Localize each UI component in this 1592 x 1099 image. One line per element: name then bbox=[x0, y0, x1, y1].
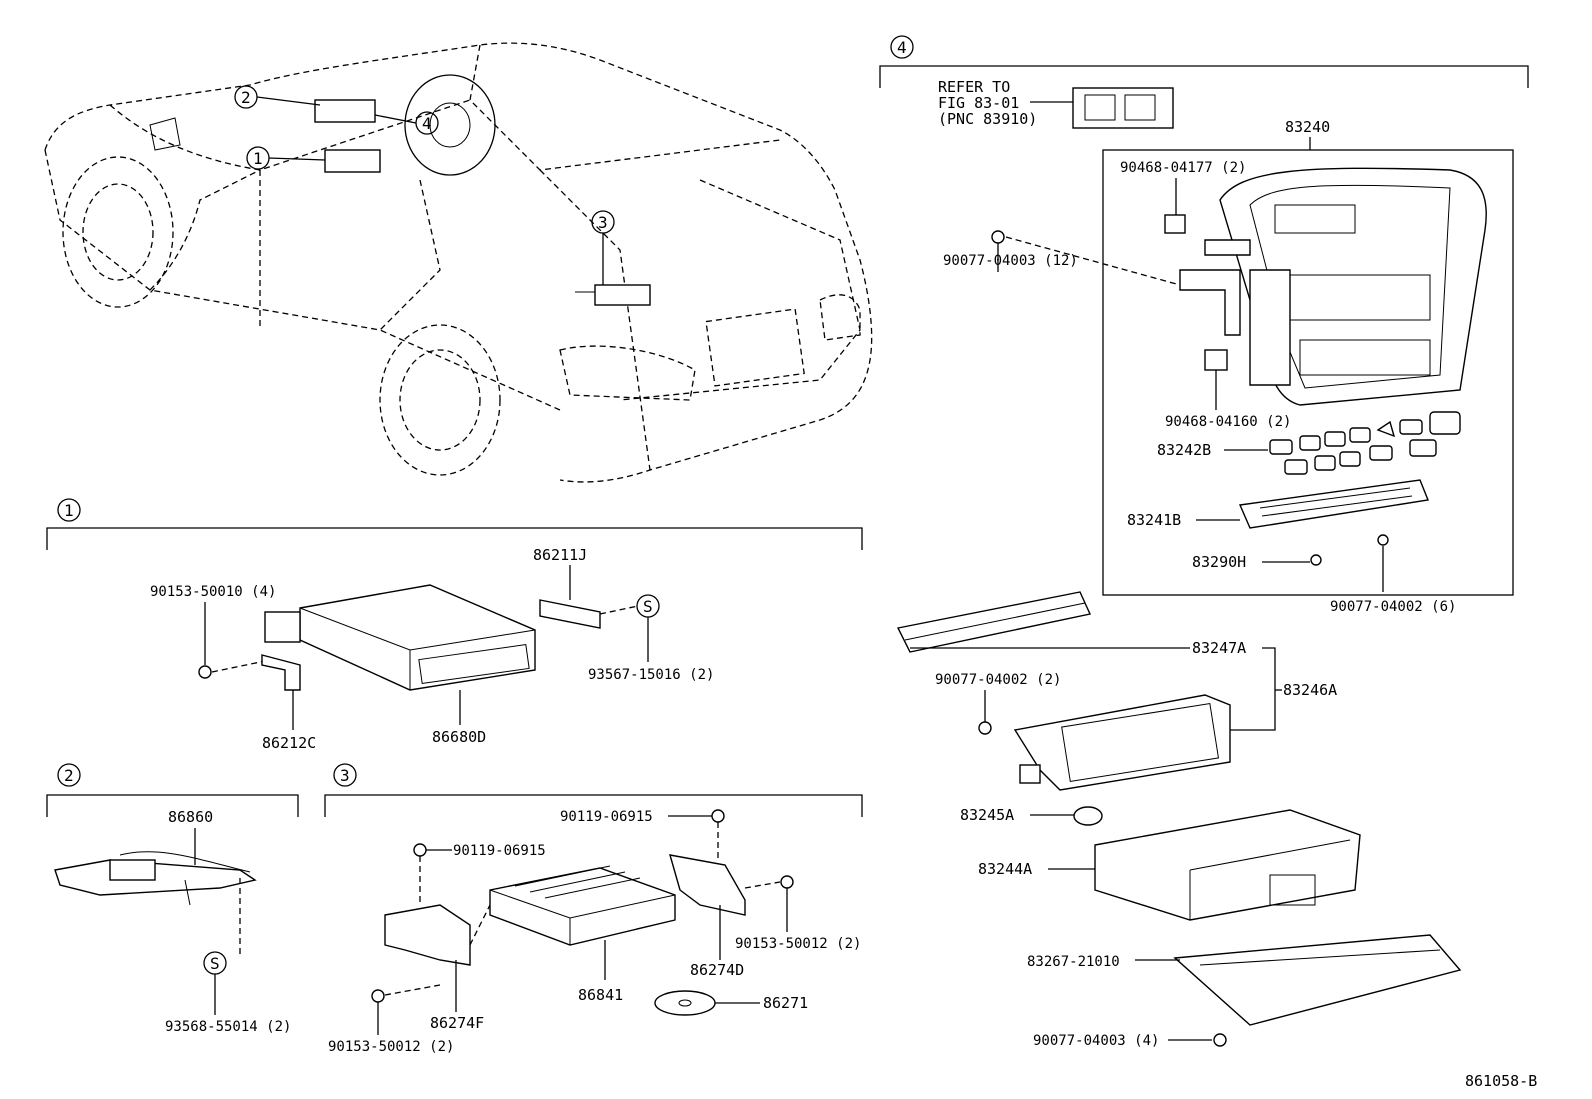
screw-part-g bbox=[371, 989, 385, 1003]
center-panel-part bbox=[1179, 167, 1487, 406]
label-86212C: 86212C bbox=[262, 734, 316, 752]
label-83247A: 83247A bbox=[1192, 639, 1246, 657]
label-90077-04003-12: 90077-04003 (12) bbox=[943, 253, 1078, 269]
callout-label: 3 bbox=[598, 213, 608, 232]
disc-part bbox=[654, 990, 716, 1016]
section-1-marker bbox=[57, 498, 81, 522]
callout-overview-2: 2 bbox=[234, 85, 321, 109]
label-86860: 86860 bbox=[168, 808, 213, 826]
display-unit-part bbox=[1013, 694, 1231, 791]
button-set-part bbox=[1269, 411, 1461, 475]
label-86211J: 86211J bbox=[533, 546, 587, 564]
screw-part-e bbox=[198, 665, 212, 679]
bolt-part-b bbox=[413, 843, 427, 857]
label-90119-06915-b: 90119-06915 bbox=[453, 843, 546, 859]
vehicle-illustration bbox=[44, 42, 873, 483]
clip-part bbox=[1164, 214, 1186, 234]
switch-part bbox=[1072, 87, 1174, 129]
label-83240: 83240 bbox=[1285, 118, 1330, 136]
diagram-id: 861058-B bbox=[1465, 1072, 1537, 1090]
callout-overview-1: 1 bbox=[246, 146, 326, 170]
section-4-number: 4 bbox=[897, 38, 907, 57]
plate-part bbox=[1173, 934, 1462, 1026]
bulb-part bbox=[1310, 554, 1322, 566]
screw-part-f bbox=[780, 875, 794, 889]
audio-unit-part bbox=[261, 584, 536, 691]
label-86680D: 86680D bbox=[432, 728, 486, 746]
section-1-number: 1 bbox=[64, 501, 74, 520]
bulb-part-b bbox=[1073, 806, 1103, 826]
callout-label: 4 bbox=[422, 114, 432, 133]
label-90077-04003-4: 90077-04003 (4) bbox=[1033, 1033, 1159, 1049]
label-90153-50012-b: 90153-50012 (2) bbox=[328, 1039, 454, 1055]
housing-part bbox=[1094, 809, 1361, 921]
screw-part bbox=[991, 230, 1005, 244]
screw-part-b bbox=[1377, 534, 1389, 546]
label-86274D: 86274D bbox=[690, 961, 744, 979]
section-1: 1 86211J S 93567-15016 (2) 90153-50010 (… bbox=[46, 498, 863, 752]
standard-mark-b-label: S bbox=[210, 954, 220, 973]
section-4-marker bbox=[890, 35, 914, 59]
bracket-86274D bbox=[669, 854, 746, 916]
callout-overview-4: 4 bbox=[374, 111, 439, 135]
section-2: 2 86860 S 93568-55014 (2) bbox=[46, 763, 299, 1035]
cd-changer-part bbox=[489, 865, 676, 946]
label-83246A: 83246A bbox=[1283, 681, 1337, 699]
section-4: 4 REFER TO FIG 83-01 (PNC 83910) 83240 9… bbox=[879, 35, 1537, 1090]
label-93567-15016: 93567-15016 (2) bbox=[588, 667, 714, 683]
label-83244A: 83244A bbox=[978, 860, 1032, 878]
refer-line-2: FIG 83-01 bbox=[938, 94, 1019, 112]
refer-line-1: REFER TO bbox=[938, 78, 1010, 96]
section-3: 3 90119-06915 90119-06915 86274D 90153-5… bbox=[324, 763, 863, 1055]
callout-label: 2 bbox=[241, 88, 251, 107]
screw-part-d bbox=[1213, 1033, 1227, 1047]
callout-overview-3: 3 bbox=[591, 210, 615, 285]
section-2-marker bbox=[57, 763, 81, 787]
label-83242B: 83242B bbox=[1157, 441, 1211, 459]
antenna-part bbox=[54, 851, 257, 906]
section-3-marker bbox=[333, 763, 357, 787]
label-86274F: 86274F bbox=[430, 1014, 484, 1032]
clip-part-b bbox=[1204, 349, 1228, 371]
label-93568-55014: 93568-55014 (2) bbox=[165, 1019, 291, 1035]
label-83267-21010: 83267-21010 bbox=[1027, 954, 1120, 970]
label-83245A: 83245A bbox=[960, 806, 1014, 824]
bolt-part-a bbox=[711, 809, 725, 823]
refer-line-3: (PNC 83910) bbox=[938, 110, 1037, 128]
standard-mark-label: S bbox=[643, 597, 653, 616]
section-3-number: 3 bbox=[340, 766, 350, 785]
label-86271: 86271 bbox=[763, 994, 808, 1012]
bracket-86211J bbox=[539, 599, 601, 629]
label-86841: 86841 bbox=[578, 986, 623, 1004]
bracket-86274F bbox=[384, 904, 471, 966]
label-83290H: 83290H bbox=[1192, 553, 1246, 571]
label-90153-50010: 90153-50010 (4) bbox=[150, 584, 276, 600]
label-83241B: 83241B bbox=[1127, 511, 1181, 529]
section-2-number: 2 bbox=[64, 766, 74, 785]
box-83240 bbox=[1102, 149, 1514, 596]
screw-part-c bbox=[978, 721, 992, 735]
callout-label: 1 bbox=[253, 149, 263, 168]
label-90119-06915-a: 90119-06915 bbox=[560, 809, 653, 825]
label-90077-04002-2: 90077-04002 (2) bbox=[935, 672, 1061, 688]
label-90468-04160: 90468-04160 (2) bbox=[1165, 414, 1291, 430]
label-90468-04177: 90468-04177 (2) bbox=[1120, 160, 1246, 176]
circuit-board-part bbox=[1238, 479, 1429, 529]
label-90153-50012-a: 90153-50012 (2) bbox=[735, 936, 861, 952]
label-90077-04002-6: 90077-04002 (6) bbox=[1330, 599, 1456, 615]
